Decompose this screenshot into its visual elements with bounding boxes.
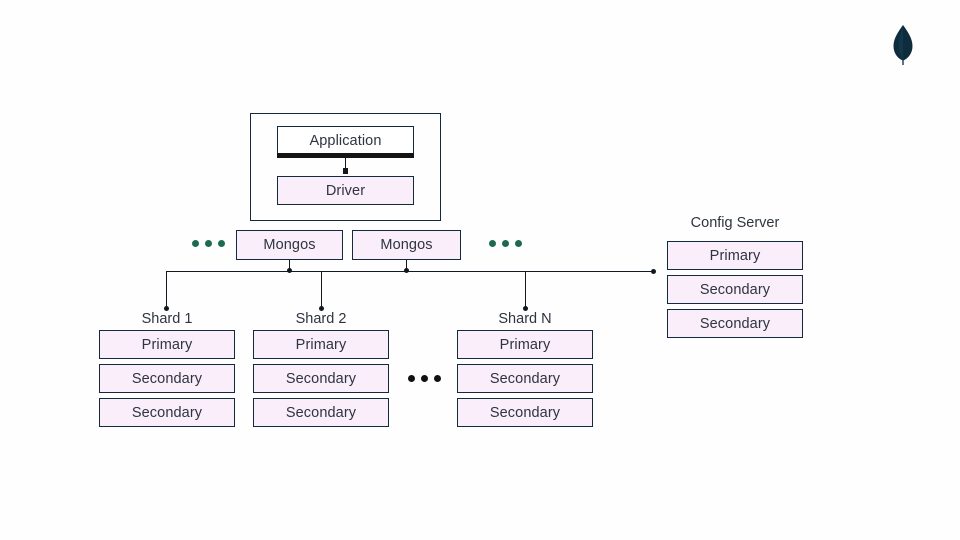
driver-label: Driver — [325, 182, 366, 199]
shard-2-secondary-box-1[interactable]: Secondary — [253, 364, 389, 393]
config-server-secondary-label-1: Secondary — [699, 281, 771, 298]
cluster-bus-line — [166, 271, 654, 272]
shard-n-drop-line — [525, 271, 526, 309]
shard-2-title: Shard 2 — [295, 311, 347, 327]
client-tier-frame — [250, 113, 441, 221]
config-server-secondary-box-1[interactable]: Secondary — [667, 275, 803, 304]
shard-1-primary-label: Primary — [141, 336, 193, 353]
driver-box[interactable]: Driver — [277, 176, 414, 205]
application-driver-connector — [345, 157, 346, 171]
shard-1-secondary-box-2[interactable]: Secondary — [99, 398, 235, 427]
mongos-1-bus-dot — [287, 268, 292, 273]
mongos-1-drop-line — [289, 260, 290, 272]
shard-ellipsis — [408, 375, 441, 382]
shard-2-secondary-label-2: Secondary — [285, 404, 357, 421]
application-bottom-bar — [277, 153, 414, 158]
config-server-secondary-box-2[interactable]: Secondary — [667, 309, 803, 338]
application-box[interactable]: Application — [277, 126, 414, 155]
shard-2-drop-line — [321, 271, 322, 309]
shard-n-secondary-label-2: Secondary — [489, 404, 561, 421]
config-server-primary-box[interactable]: Primary — [667, 241, 803, 270]
shard-1-drop-dot — [164, 306, 169, 311]
shard-1-drop-line — [166, 271, 167, 309]
config-server-bus-dot — [651, 269, 656, 274]
shard-2-primary-box[interactable]: Primary — [253, 330, 389, 359]
mongos-ellipsis-left — [192, 240, 225, 247]
mongos-2-drop-line — [406, 260, 407, 272]
mongos-2-bus-dot — [404, 268, 409, 273]
shard-1-title: Shard 1 — [141, 311, 193, 327]
mongos-label-1: Mongos — [263, 237, 316, 253]
mongos-label-2: Mongos — [380, 237, 433, 253]
shard-n-secondary-label-1: Secondary — [489, 370, 561, 387]
shard-n-title: Shard N — [498, 311, 552, 327]
shard-n-secondary-box-2[interactable]: Secondary — [457, 398, 593, 427]
shard-1-primary-box[interactable]: Primary — [99, 330, 235, 359]
shard-n-primary-label: Primary — [499, 336, 551, 353]
shard-1-secondary-box-1[interactable]: Secondary — [99, 364, 235, 393]
shard-n-secondary-box-1[interactable]: Secondary — [457, 364, 593, 393]
shard-2-secondary-label-1: Secondary — [285, 370, 357, 387]
shard-1-secondary-label-2: Secondary — [131, 404, 203, 421]
application-label: Application — [309, 133, 382, 149]
mongos-ellipsis-right — [489, 240, 522, 247]
shard-2-secondary-box-2[interactable]: Secondary — [253, 398, 389, 427]
shard-n-primary-box[interactable]: Primary — [457, 330, 593, 359]
mongos-box-1[interactable]: Mongos — [236, 230, 343, 260]
application-driver-arrow-dot — [343, 168, 348, 174]
config-server-primary-label: Primary — [709, 247, 761, 264]
shard-n-drop-dot — [523, 306, 528, 311]
shard-2-drop-dot — [319, 306, 324, 311]
shard-1-secondary-label-1: Secondary — [131, 370, 203, 387]
config-server-title: Config Server — [690, 215, 780, 231]
config-server-secondary-label-2: Secondary — [699, 315, 771, 332]
mongos-box-2[interactable]: Mongos — [352, 230, 461, 260]
mongodb-leaf-icon — [888, 24, 918, 66]
shard-2-primary-label: Primary — [295, 336, 347, 353]
